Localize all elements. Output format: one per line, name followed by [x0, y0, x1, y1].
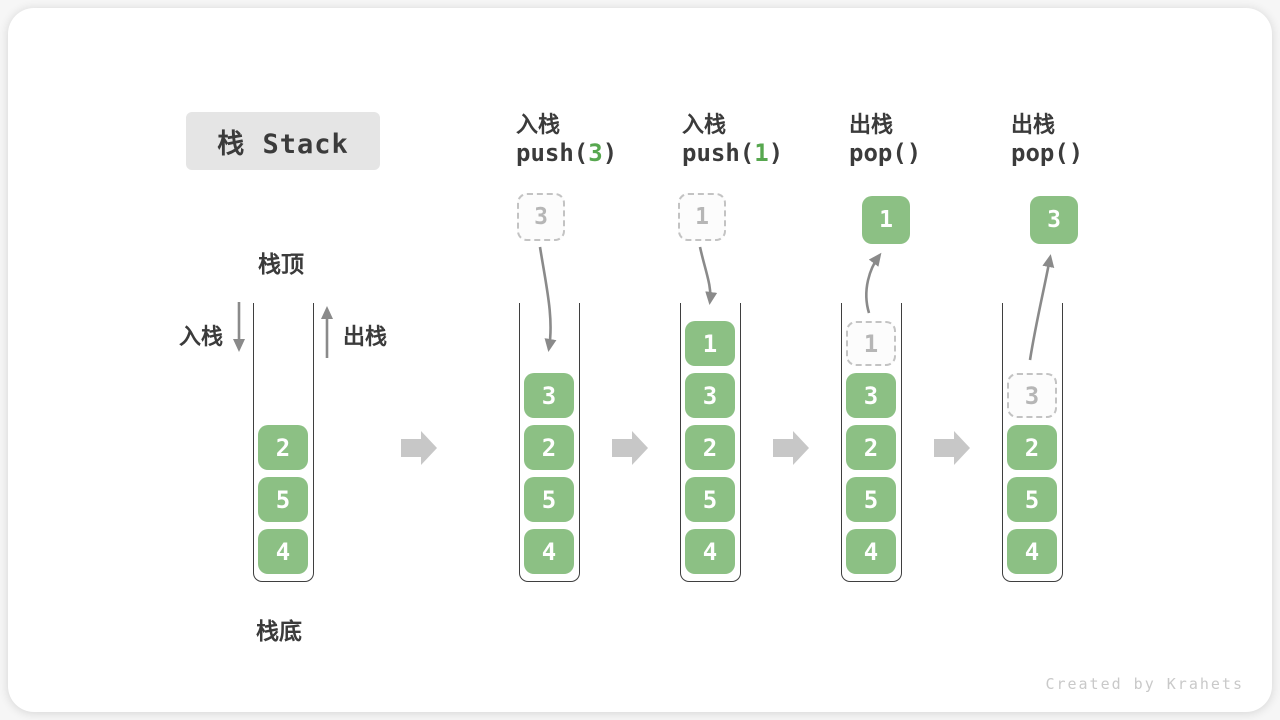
transition-arrow-icon — [612, 431, 648, 465]
floating-value-push1: 1 — [678, 193, 726, 241]
op1-code-arg: 3 — [588, 139, 603, 167]
op2-code-pre: push( — [682, 139, 755, 167]
stack-bottom-label: 栈底 — [256, 618, 302, 644]
op2-code-post: ) — [768, 139, 784, 167]
pop-direction-label: 出栈 — [343, 324, 388, 349]
transition-arrow-icon — [773, 431, 809, 465]
op4-code: pop() — [1011, 139, 1083, 167]
stack-cell: 2 — [846, 425, 896, 470]
stack-cell-ghost: 3 — [1007, 373, 1057, 418]
title-text: 栈 Stack — [217, 128, 349, 160]
stack-cell: 2 — [258, 425, 308, 470]
push1-motion-arrow-icon — [698, 246, 718, 305]
op2-code: push(1) — [682, 139, 783, 167]
op3-code-pre: pop( — [849, 139, 907, 167]
stack-cell: 4 — [524, 529, 574, 574]
floating-value-push3: 3 — [517, 193, 565, 241]
stack-cell: 2 — [524, 425, 574, 470]
stack-cell: 5 — [685, 477, 735, 522]
stack-initial: 2 5 4 — [253, 303, 314, 582]
transition-arrow-icon — [934, 431, 970, 465]
op3-code: pop() — [849, 139, 921, 167]
stack-cell: 5 — [1007, 477, 1057, 522]
stack-after-push3: 3 2 5 4 — [519, 303, 580, 582]
stack-cell: 2 — [1007, 425, 1057, 470]
stack-cell: 4 — [685, 529, 735, 574]
stack-cell: 3 — [524, 373, 574, 418]
stack-cell: 5 — [846, 477, 896, 522]
op2-label: 入栈 — [682, 112, 727, 137]
stack-cell: 5 — [258, 477, 308, 522]
op1-code-post: ) — [602, 139, 618, 167]
stack-top-label: 栈顶 — [258, 251, 304, 277]
floating-value-pop3: 3 — [1030, 196, 1078, 244]
stack-cell: 1 — [685, 321, 735, 366]
op2-code-arg: 1 — [754, 139, 769, 167]
op1-label: 入栈 — [516, 112, 561, 137]
stack-after-pop3: 3 2 5 4 — [1002, 303, 1063, 582]
op3-code-post: ) — [906, 139, 922, 167]
op4-code-post: ) — [1068, 139, 1084, 167]
stack-cell: 4 — [846, 529, 896, 574]
stack-cell: 4 — [1007, 529, 1057, 574]
op1-code-pre: push( — [516, 139, 589, 167]
push-direction-label: 入栈 — [179, 324, 224, 349]
floating-value-pop1: 1 — [862, 196, 910, 244]
stack-after-pop1: 1 3 2 5 4 — [841, 303, 902, 582]
title-badge: 栈 Stack — [186, 112, 380, 170]
stack-cell: 2 — [685, 425, 735, 470]
op1-code: push(3) — [516, 139, 617, 167]
stack-cell: 5 — [524, 477, 574, 522]
stack-cell: 3 — [846, 373, 896, 418]
op4-code-pre: pop( — [1011, 139, 1069, 167]
watermark: Created by Krahets — [1045, 675, 1244, 693]
op3-label: 出栈 — [849, 112, 894, 137]
stack-cell: 4 — [258, 529, 308, 574]
stack-cell-ghost: 1 — [846, 321, 896, 366]
stack-after-push1: 1 3 2 5 4 — [680, 303, 741, 582]
stack-cell: 3 — [685, 373, 735, 418]
op4-label: 出栈 — [1011, 112, 1056, 137]
transition-arrow-icon — [401, 431, 437, 465]
